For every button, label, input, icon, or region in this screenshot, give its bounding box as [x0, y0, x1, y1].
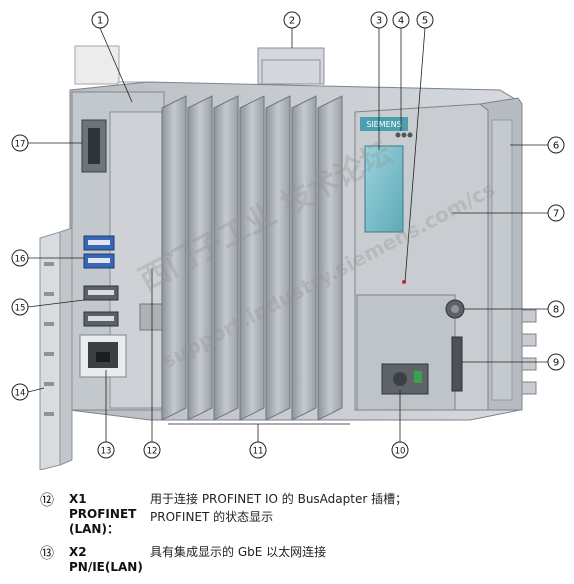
legend-term: X2 PN/IE(LAN): [69, 545, 143, 574]
legend-description-line: PROFINET 的状态显示: [150, 510, 274, 524]
leader-line: [404, 27, 426, 283]
callout-11: 11: [249, 441, 267, 459]
cooling-fins: [161, 95, 343, 421]
callout-circle: [11, 298, 29, 316]
callout-label: 16: [15, 255, 26, 265]
callout-5: 5: [416, 11, 434, 29]
power-terminal-green: [414, 371, 422, 383]
callout-16: 16: [11, 249, 29, 267]
callout-3: 3: [370, 11, 388, 29]
cooling-fin: [213, 95, 239, 421]
callout-circle: [547, 353, 565, 371]
callout-circle: [143, 441, 161, 459]
status-led: [401, 132, 407, 138]
callout-2: 2: [283, 11, 301, 29]
callout-label: 3: [376, 16, 382, 27]
callout-label: 1: [97, 16, 103, 27]
callout-label: 4: [398, 16, 404, 27]
callout-label: 14: [15, 389, 26, 399]
label-tag: [74, 45, 120, 85]
bottom-connectors: [521, 309, 537, 395]
callout-1: 1: [91, 11, 109, 29]
callout-label: 6: [553, 141, 559, 152]
legend-description-line: 具有集成显示的 GbE 以太网连接: [150, 545, 327, 559]
sd-card-slot: [451, 336, 463, 392]
usb-ports: [83, 285, 119, 327]
callout-8: 8: [547, 300, 565, 318]
callout-6: 6: [547, 136, 565, 154]
callout-label: 2: [289, 16, 295, 27]
callout-label: 12: [147, 447, 158, 457]
ethernet-port: [79, 334, 127, 378]
callout-label: 15: [15, 304, 26, 314]
callout-circle: [283, 11, 301, 29]
callout-13: 13: [97, 441, 115, 459]
callout-9: 9: [547, 353, 565, 371]
leader-lines: [27, 27, 548, 442]
cooling-fin: [161, 95, 187, 421]
legend-number: ⑬: [40, 546, 54, 562]
legend-description: 具有集成显示的 GbE 以太网连接: [150, 543, 326, 561]
top-clip: [257, 47, 325, 85]
leader-line: [99, 27, 133, 103]
callout-label: 10: [395, 447, 406, 457]
legend-description-line: 用于连接 PROFINET IO 的 BusAdapter 插槽；: [150, 492, 408, 506]
callout-12: 12: [143, 441, 161, 459]
legend-term: X1 PROFINET (LAN)：: [69, 492, 137, 536]
cooling-fin: [187, 95, 213, 421]
callout-circle: [11, 134, 29, 152]
callout-7: 7: [547, 204, 565, 222]
mounting-bracket: [39, 227, 73, 470]
status-led: [395, 132, 401, 138]
callout-circle: [249, 441, 267, 459]
callout-label: 5: [422, 16, 428, 27]
brand-strip: [360, 117, 408, 131]
display-window: [364, 145, 404, 233]
legend-number: ⑫: [40, 493, 54, 509]
callout-circle: [97, 441, 115, 459]
callout-label: 13: [101, 447, 112, 457]
callout-4: 4: [392, 11, 410, 29]
cooling-fin: [239, 95, 265, 421]
callout-label: 17: [15, 140, 26, 150]
callout-label: 9: [553, 358, 559, 369]
callout-15: 15: [11, 298, 29, 316]
cooling-fin: [317, 95, 343, 421]
callout-circle: [370, 11, 388, 29]
cooling-fin: [291, 95, 317, 421]
usb-ports-blue: [83, 235, 115, 269]
callout-circle: [11, 249, 29, 267]
callout-label: 7: [553, 209, 559, 220]
brand-label: SIEMENS: [366, 120, 402, 129]
callout-circle: [547, 204, 565, 222]
callout-label: 11: [253, 447, 264, 457]
callout-circle: [391, 441, 409, 459]
legend-description: 用于连接 PROFINET IO 的 BusAdapter 插槽； PROFINE…: [150, 490, 407, 526]
leader-line: [27, 387, 45, 393]
callout-circle: [416, 11, 434, 29]
callout-label: 8: [553, 305, 559, 316]
callout-17: 17: [11, 134, 29, 152]
callout-10: 10: [391, 441, 409, 459]
callout-circle: [547, 136, 565, 154]
callout-circle: [11, 383, 29, 401]
callout-circle: [91, 11, 109, 29]
callout-circle: [547, 300, 565, 318]
callout-circle: [392, 11, 410, 29]
leader-line: [27, 299, 85, 308]
callout-14: 14: [11, 383, 29, 401]
cooling-fin: [265, 95, 291, 421]
status-led: [407, 132, 413, 138]
